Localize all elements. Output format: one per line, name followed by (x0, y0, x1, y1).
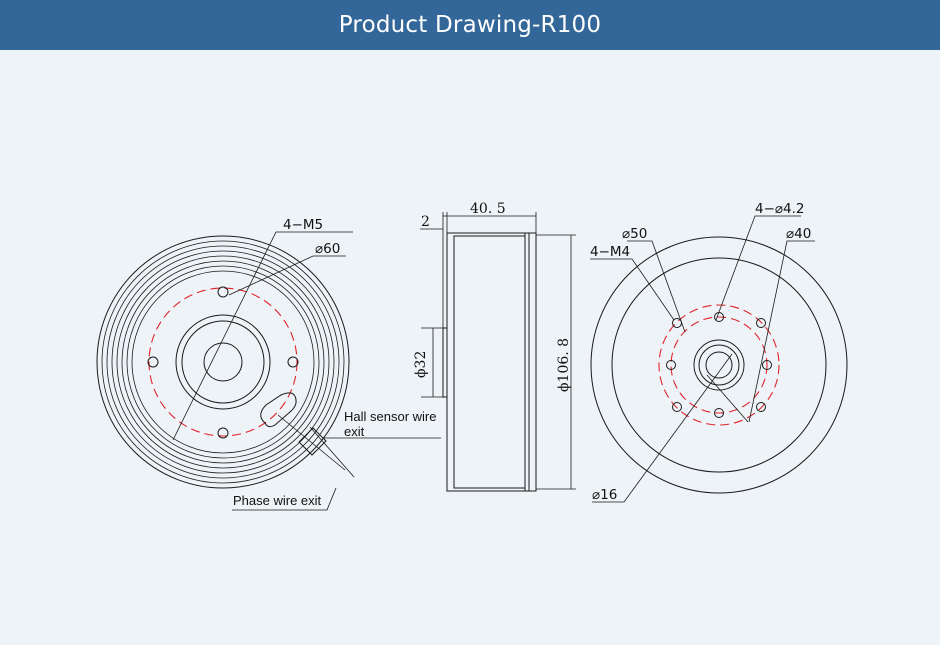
leader-d16 (592, 353, 733, 503)
product-drawing: 4−M5 ⌀60 Hall sensor wire exit Phase wir… (96, 201, 848, 511)
right-m4-hole-bl (672, 402, 682, 412)
left-wire-slot (260, 392, 297, 428)
label-phase: Phase wire exit (233, 493, 322, 508)
left-fin-ring-1 (101, 240, 345, 484)
right-inner-rim (611, 257, 827, 473)
page-title: Product Drawing-R100 (338, 12, 602, 38)
left-hole-bottom (217, 427, 229, 439)
right-hub-outer (693, 339, 745, 391)
side-body-inner (453, 235, 526, 489)
side-gap-band (524, 232, 530, 492)
label-d32: ϕ32 (413, 351, 429, 378)
left-outer-rim (96, 235, 350, 489)
left-fin-ring-5 (121, 260, 325, 464)
leader-4-d42 (715, 215, 801, 321)
left-hole-right (287, 356, 299, 368)
label-4m5: 4−M5 (283, 217, 323, 233)
right-d42-hole-right (762, 360, 772, 370)
right-shaft (705, 351, 733, 379)
leader-d50 (627, 240, 686, 333)
label-4m4: 4−M4 (590, 244, 630, 260)
right-inner-bolt-circle (670, 316, 768, 414)
leader-d60 (228, 255, 346, 296)
label-hall-line1: Hall sensor wire (344, 409, 436, 424)
right-m4-hole-tr (756, 318, 766, 328)
left-fin-ring-6 (126, 265, 320, 459)
label-d40: ⌀40 (786, 226, 811, 242)
label-hall-line2: exit (344, 424, 365, 439)
right-outer-bolt-circle (658, 304, 780, 426)
left-fin-rings (101, 240, 345, 484)
leader-4m4 (590, 258, 675, 321)
left-hole-left (147, 356, 159, 368)
left-hub-inner (181, 320, 265, 404)
side-view: 40. 5 2 ϕ32 ϕ106. 8 (413, 201, 576, 492)
label-d16: ⌀16 (592, 487, 617, 503)
side-boss (442, 327, 448, 398)
left-hub-outer (175, 314, 271, 410)
right-view: 4−⌀4.2 ⌀50 ⌀40 4−M4 ⌀16 (590, 201, 848, 503)
label-d106-8: ϕ106. 8 (556, 338, 572, 392)
left-fin-ring-7 (131, 270, 315, 454)
left-hole-top (217, 286, 229, 298)
right-m4-hole-br (756, 402, 766, 412)
label-d60: ⌀60 (315, 241, 340, 257)
right-outer-rim (590, 236, 848, 494)
title-bar: Product Drawing-R100 (0, 0, 940, 50)
label-2: 2 (421, 214, 430, 230)
label-40-5: 40. 5 (470, 201, 506, 217)
drawing-area: 4−M5 ⌀60 Hall sensor wire exit Phase wir… (0, 50, 940, 645)
hall-ext-2 (309, 426, 355, 478)
leader-phase (232, 487, 337, 511)
left-view: 4−M5 ⌀60 Hall sensor wire exit Phase wir… (96, 217, 441, 511)
left-bolt-circle (148, 287, 298, 437)
leader-4m5 (172, 231, 353, 441)
leader-d40 (748, 240, 815, 423)
right-hub-inner (698, 344, 740, 386)
left-hall-exit (298, 427, 327, 456)
label-d50: ⌀50 (622, 226, 647, 242)
hall-ext-1 (277, 414, 346, 471)
right-hub-diag (706, 374, 749, 423)
left-fin-ring-2 (106, 245, 340, 479)
left-fin-ring-4 (116, 255, 330, 469)
side-body (446, 232, 526, 492)
side-flange (528, 232, 537, 492)
right-d42-hole-left (666, 360, 676, 370)
left-fin-ring-3 (111, 250, 335, 474)
label-4-d42: 4−⌀4.2 (755, 201, 805, 217)
left-shaft (203, 342, 243, 382)
right-d42-hole-bottom (714, 408, 724, 418)
